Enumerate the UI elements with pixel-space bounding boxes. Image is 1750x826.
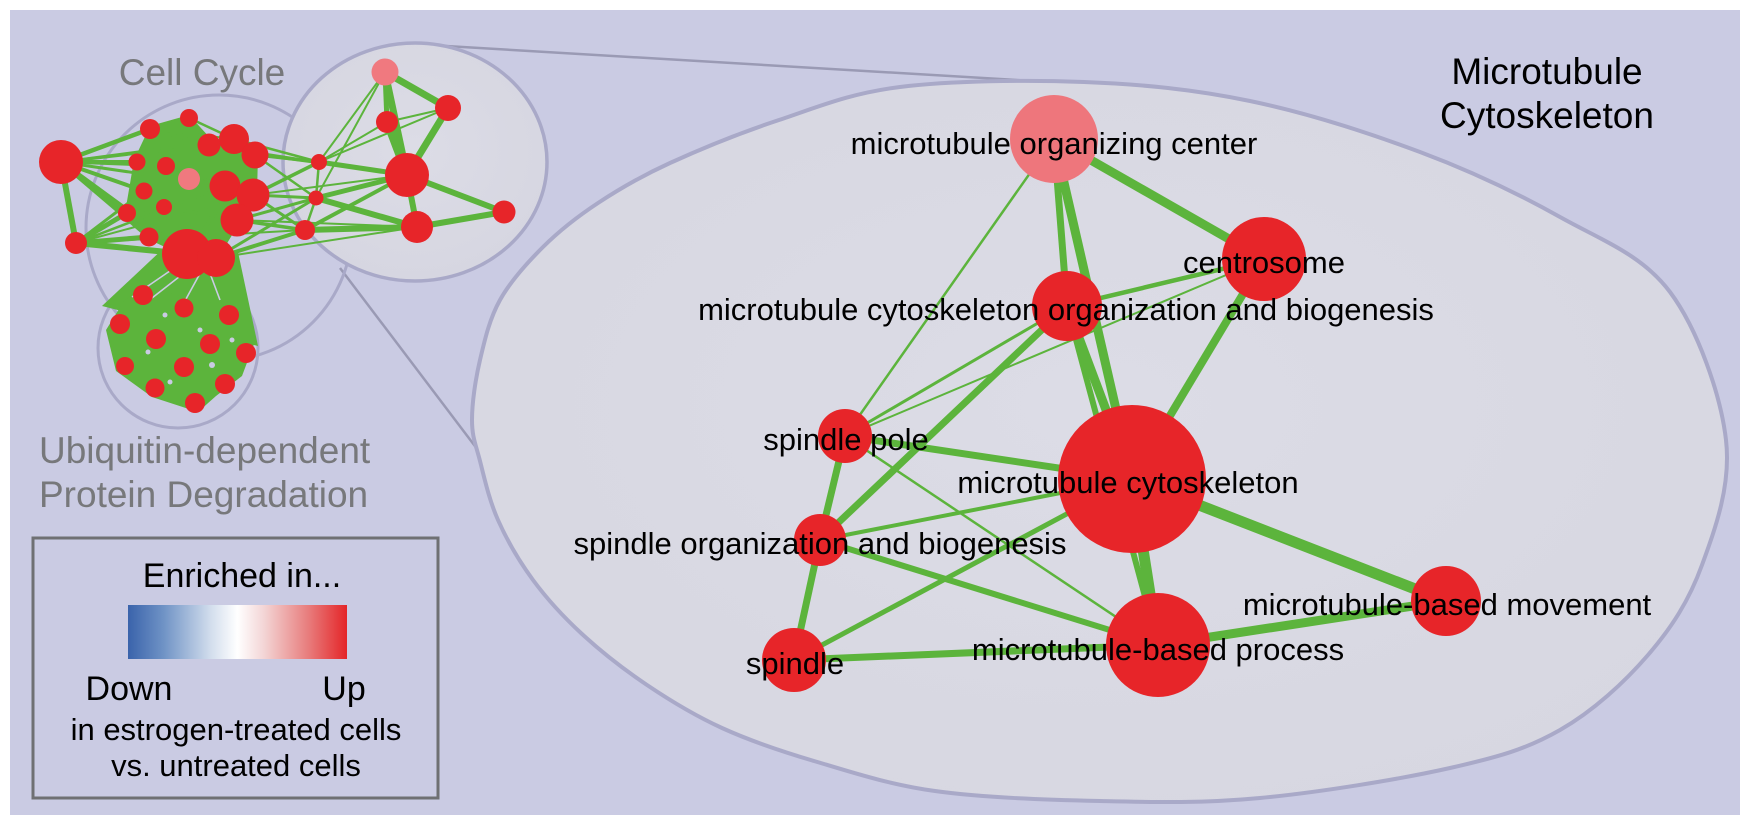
svg-text:microtubule-based movement: microtubule-based movement <box>1243 587 1652 622</box>
svg-text:spindle: spindle <box>746 646 844 681</box>
svg-text:microtubule cytoskeleton: microtubule cytoskeleton <box>957 465 1298 500</box>
svg-text:spindle organization and bioge: spindle organization and biogenesis <box>574 526 1067 561</box>
svg-text:Ubiquitin-dependent: Ubiquitin-dependent <box>39 430 371 471</box>
svg-text:centrosome: centrosome <box>1183 245 1345 280</box>
svg-text:Down: Down <box>86 670 173 708</box>
svg-text:in estrogen-treated cells: in estrogen-treated cells <box>71 712 402 747</box>
svg-text:microtubule organizing center: microtubule organizing center <box>851 126 1258 161</box>
svg-text:spindle pole: spindle pole <box>763 422 928 457</box>
svg-text:microtubule cytoskeleton organ: microtubule cytoskeleton organization an… <box>698 292 1434 327</box>
svg-text:vs. untreated cells: vs. untreated cells <box>111 748 361 783</box>
svg-text:Cell Cycle: Cell Cycle <box>119 52 286 93</box>
svg-text:microtubule-based process: microtubule-based process <box>972 632 1344 667</box>
svg-text:Up: Up <box>322 670 365 708</box>
svg-text:Microtubule: Microtubule <box>1451 51 1642 92</box>
svg-text:Cytoskeleton: Cytoskeleton <box>1440 95 1654 136</box>
svg-text:Enriched in...: Enriched in... <box>143 557 341 595</box>
svg-text:Protein Degradation: Protein Degradation <box>39 474 368 515</box>
